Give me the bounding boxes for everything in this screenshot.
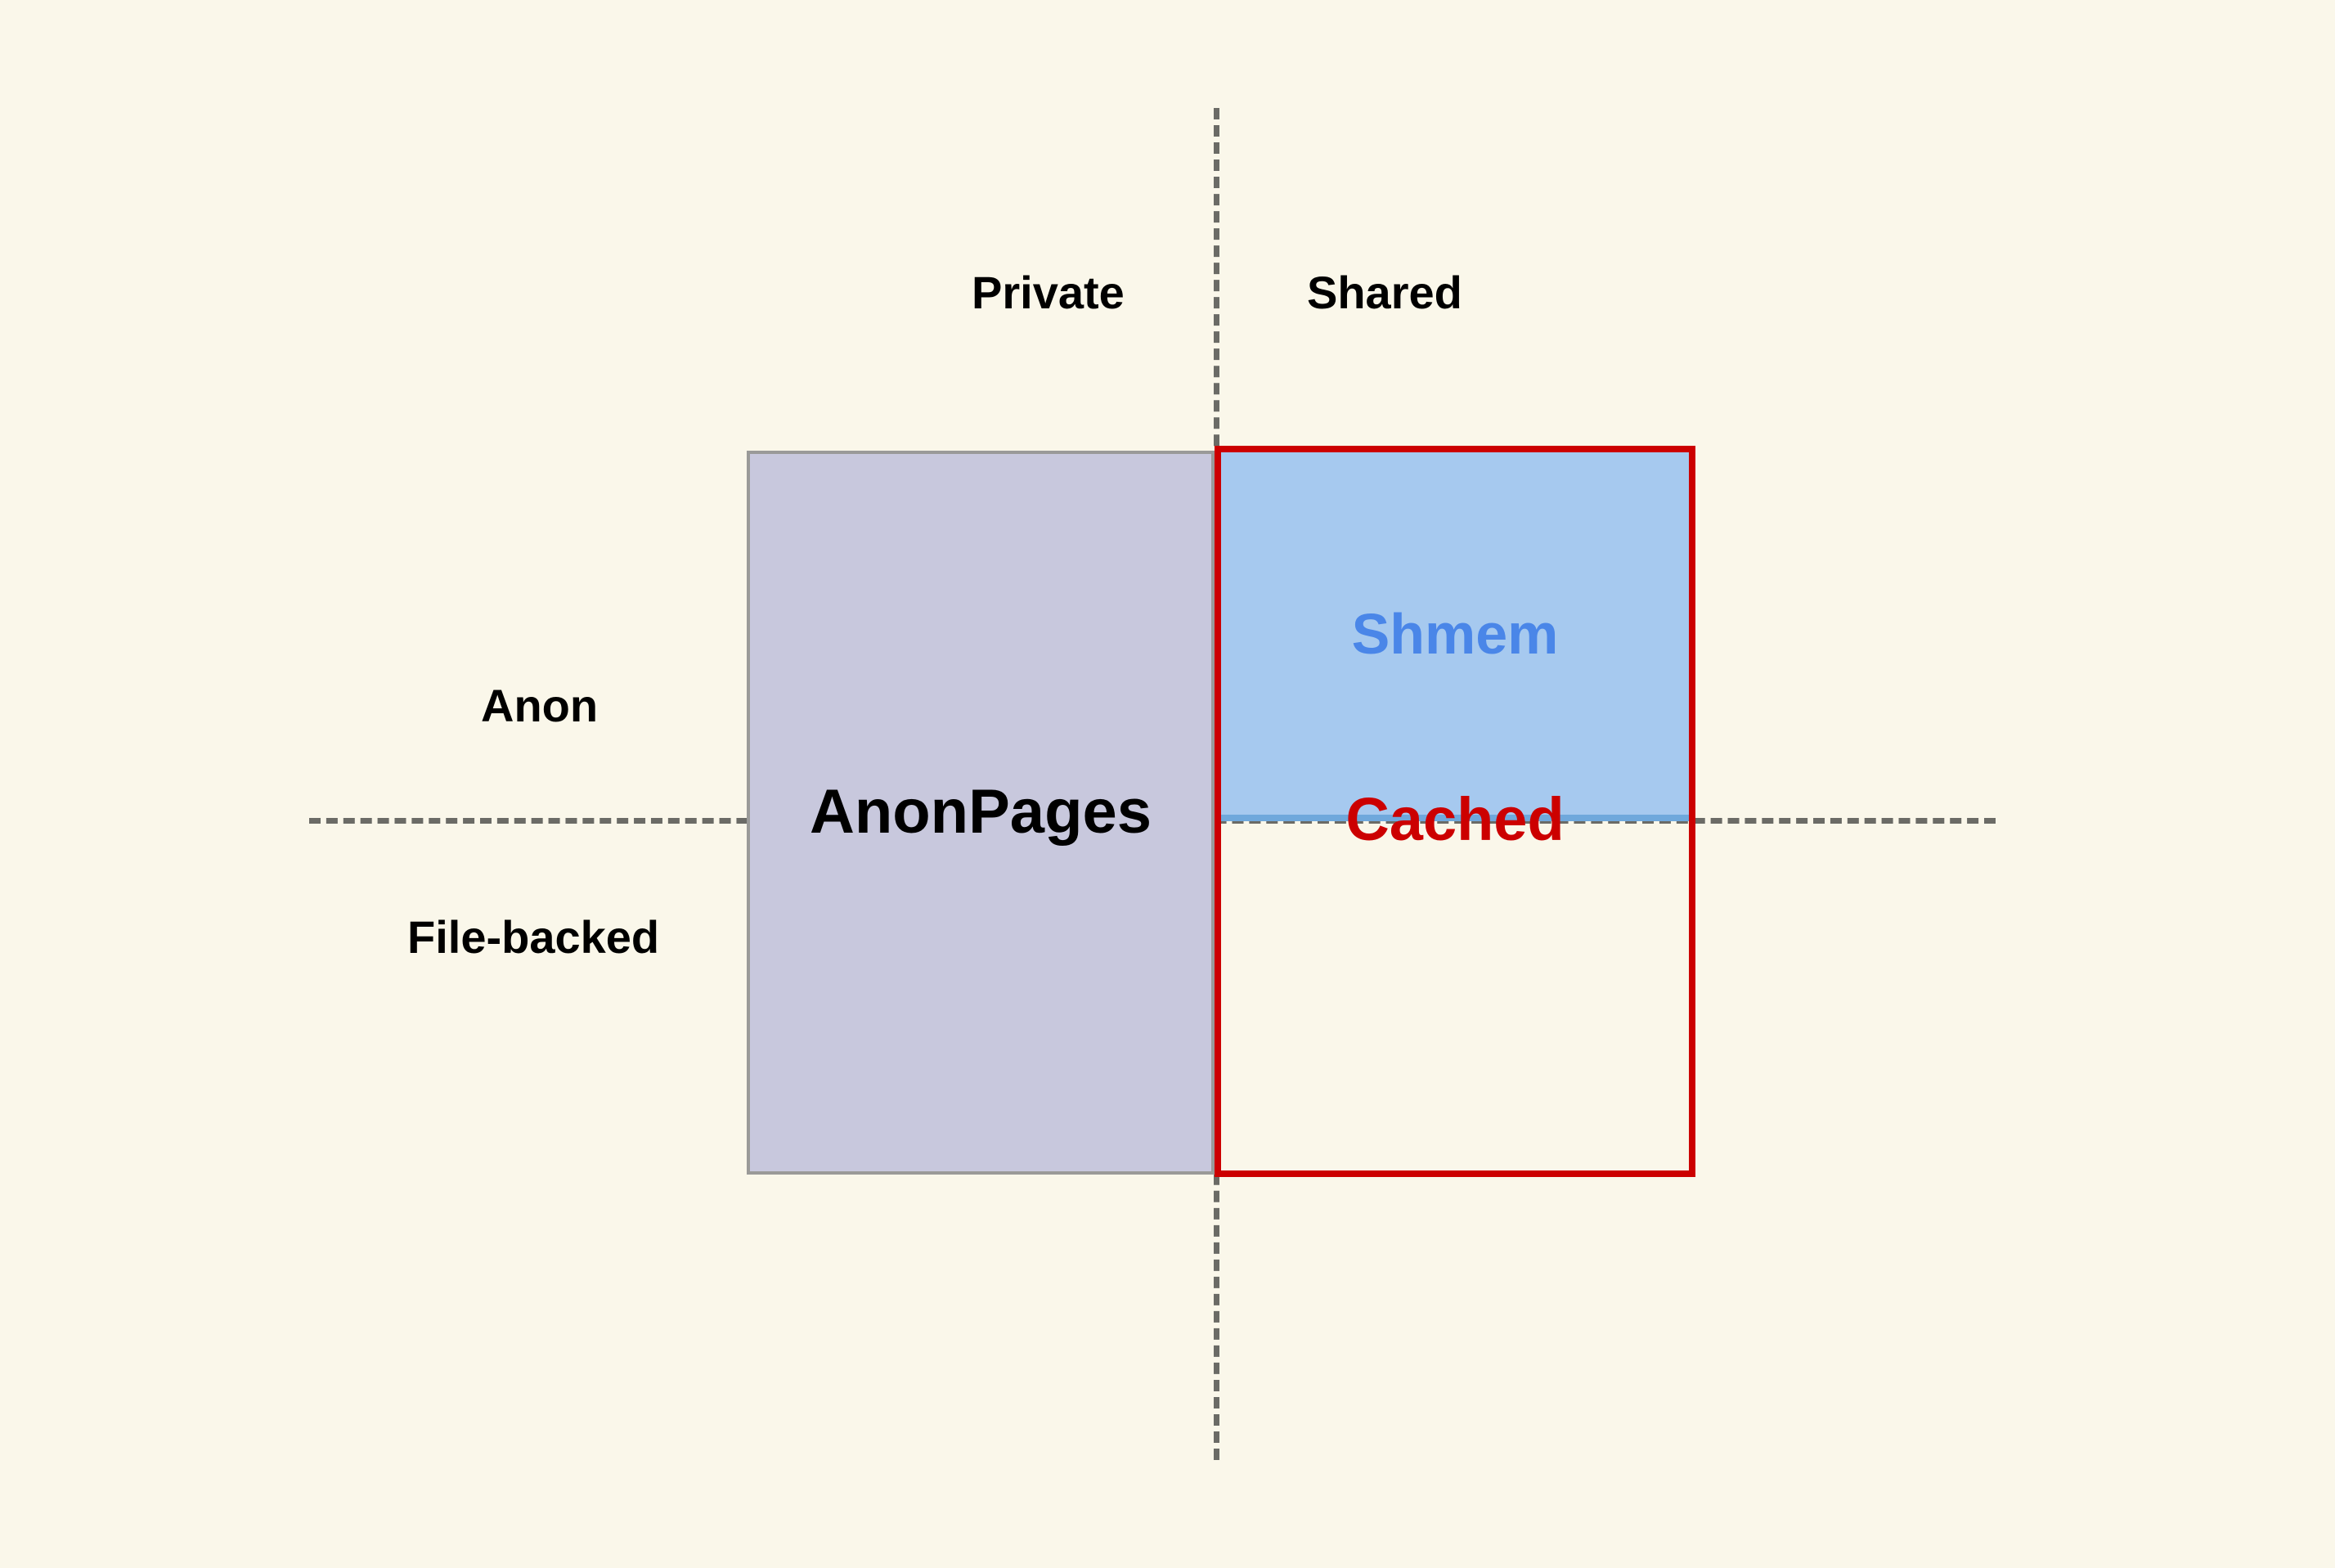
region-shmem-box [1221, 452, 1689, 821]
region-label-anonpages: AnonPages [809, 777, 1152, 847]
region-label-shmem: Shmem [1351, 602, 1559, 666]
row-header-file-backed: File-backed [407, 911, 660, 963]
region-label-cached: Cached [1345, 785, 1565, 853]
region-anonpages-box [747, 451, 1215, 1175]
row-header-anon: Anon [481, 680, 599, 731]
column-header-shared: Shared [1307, 267, 1462, 318]
region-cached-box [1215, 446, 1695, 1177]
column-header-private: Private [972, 267, 1125, 318]
